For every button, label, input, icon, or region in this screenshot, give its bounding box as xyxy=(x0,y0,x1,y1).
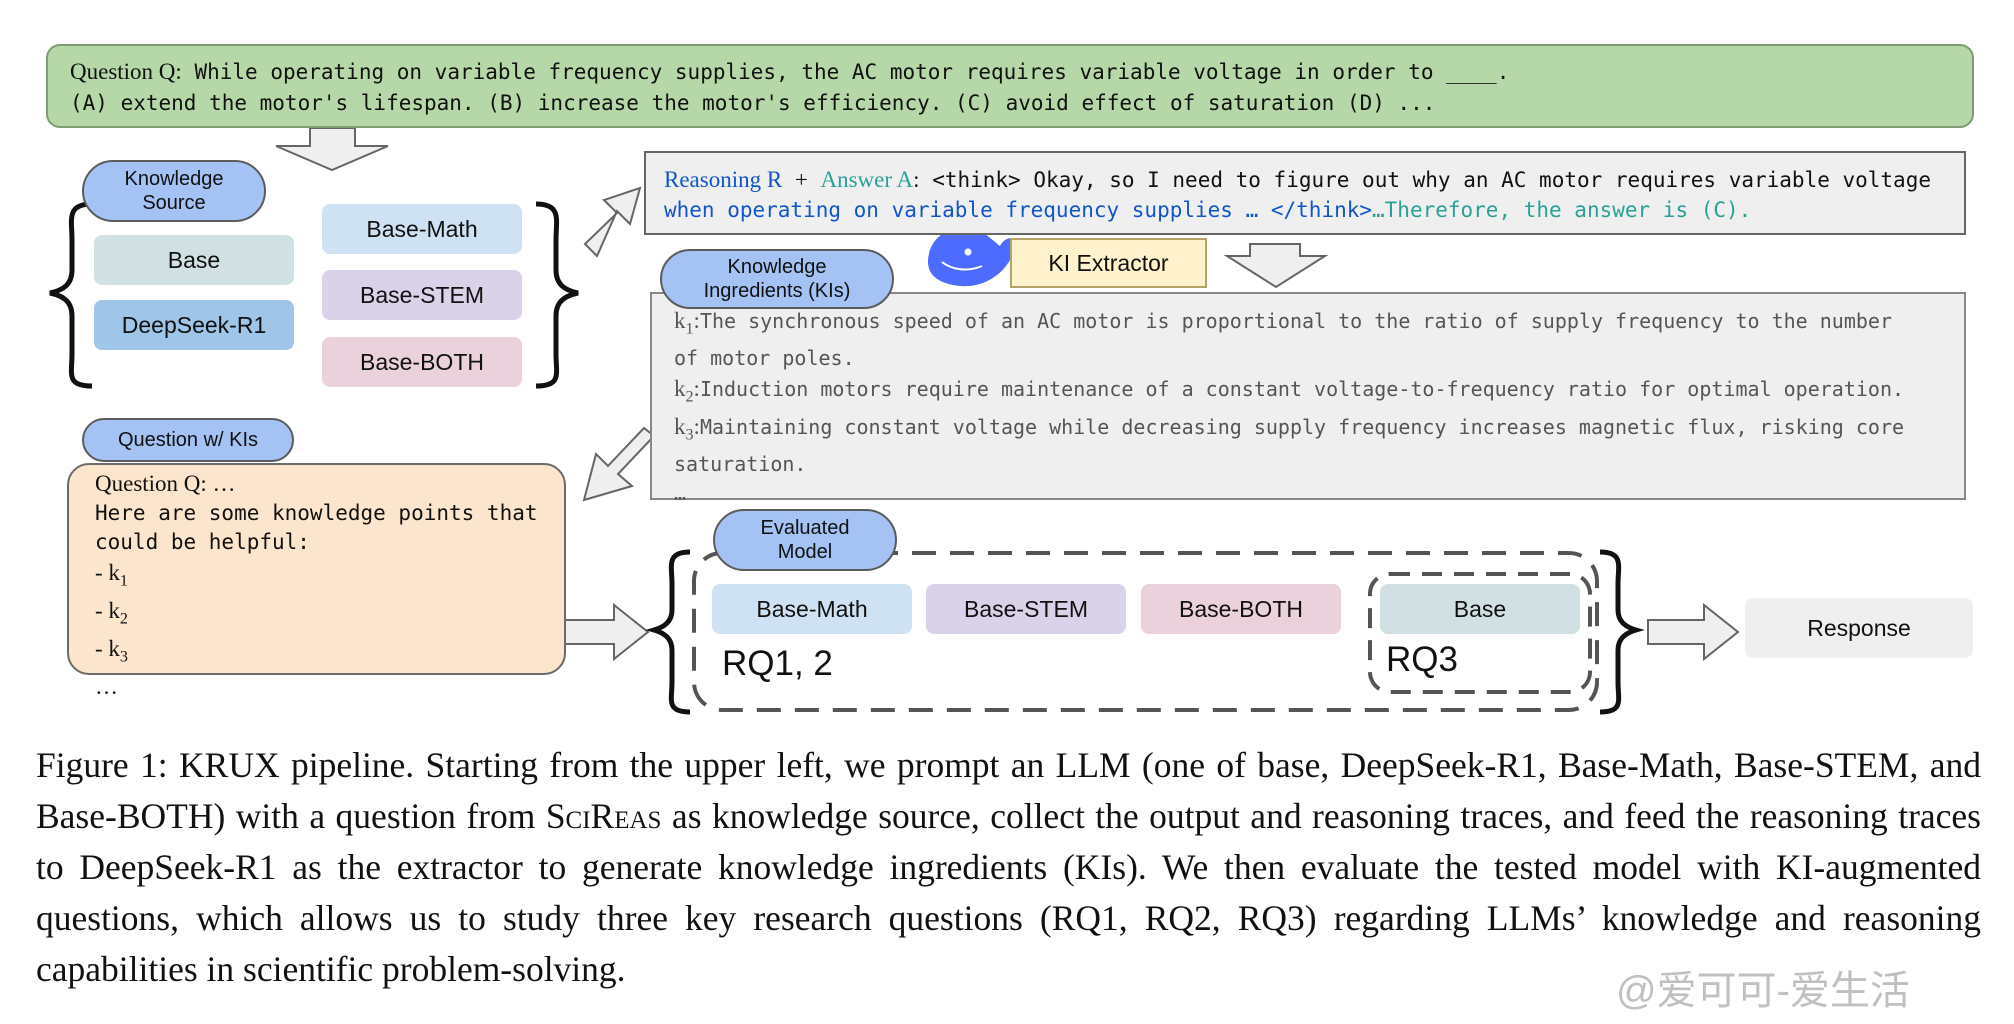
knowledge-source-pill: Knowledge Source xyxy=(82,160,266,222)
arrow-to-response xyxy=(1647,602,1740,662)
question-with-kis-box: Question Q: … Here are some knowledge po… xyxy=(67,463,566,699)
brace-left-ks xyxy=(49,201,93,389)
reasoning-box: Reasoning R + Answer A: <think> Okay, so… xyxy=(644,151,1966,235)
ki-3-label: k xyxy=(674,413,686,439)
eval-chip-base-math-label: Base-Math xyxy=(756,595,868,622)
figure-caption: Figure 1: KRUX pipeline. Starting from t… xyxy=(36,740,1981,995)
ki-2-label: k xyxy=(674,375,686,401)
question-line-1: While operating on variable frequency su… xyxy=(194,60,1510,84)
eval-chip-base-label: Base xyxy=(1453,595,1507,622)
brace-right-eval xyxy=(1599,549,1645,715)
qwk-line-2: Here are some knowledge points that xyxy=(95,500,538,525)
arrow-down-question xyxy=(275,127,389,172)
chip-base-math-label: Base-Math xyxy=(366,215,478,242)
reasoning-line-1: <think> Okay, so I need to figure out wh… xyxy=(932,168,1931,192)
ki-item-3: k3:Maintaining constant voltage while de… xyxy=(674,413,1905,444)
question-with-kis-pill: Question w/ KIs xyxy=(82,418,294,462)
brace-left-eval xyxy=(645,549,691,715)
eval-chip-base-math: Base-Math xyxy=(712,584,912,634)
arrow-to-evaluated xyxy=(551,602,650,662)
watermark: @爱可可-爱生活 xyxy=(1616,969,1910,1013)
ki-3-line-1: Maintaining constant voltage while decre… xyxy=(699,414,1905,439)
question-with-kis-title: Question w/ KIs xyxy=(117,429,259,451)
evaluated-model-pill: Evaluated Model xyxy=(713,509,897,571)
ki-1-label: k xyxy=(674,308,686,333)
question-label: Question Q: xyxy=(70,59,182,84)
answer-label: Answer A xyxy=(820,167,914,192)
ki-3-line-2: saturation. xyxy=(674,451,807,476)
knowledge-ingredients-pill: Knowledge Ingredients (KIs) xyxy=(660,249,894,309)
arrow-to-qwk xyxy=(582,426,656,502)
ki-ellipsis: … xyxy=(674,481,687,506)
eval-chip-base-both: Base-BOTH xyxy=(1141,584,1341,634)
ki-extractor-box: KI Extractor xyxy=(1010,238,1207,288)
chip-base-both: Base-BOTH xyxy=(322,337,522,387)
knowledge-ingredients-box: k1:The synchronous speed of an AC motor … xyxy=(650,292,1966,505)
evaluated-model-title: Evaluated Model xyxy=(760,517,850,563)
chip-base-stem: Base-STEM xyxy=(322,270,522,320)
response-label: Response xyxy=(1807,614,1911,641)
chip-base-stem-label: Base-STEM xyxy=(360,281,484,308)
question-line-2: (A) extend the motor's lifespan. (B) inc… xyxy=(70,91,1436,115)
question-box: Question Q: While operating on variable … xyxy=(46,44,1974,128)
chip-base: Base xyxy=(94,235,294,285)
reasoning-answer: …Therefore, the answer is (C). xyxy=(1372,198,1752,222)
reasoning-colon: : xyxy=(913,167,920,192)
rq12-label: RQ1, 2 xyxy=(722,644,833,683)
chip-base-label: Base xyxy=(167,246,221,273)
eval-dashed-box xyxy=(692,551,1599,712)
rq3-label: RQ3 xyxy=(1386,640,1458,679)
arrow-down-extractor xyxy=(1223,243,1329,289)
ki-2-line-1: Induction motors require maintenance of … xyxy=(699,376,1905,401)
plus-sign: + xyxy=(794,167,808,192)
ki-item-2: k2:Induction motors require maintenance … xyxy=(674,375,1905,406)
arrow-to-reasoning xyxy=(583,186,642,258)
qwk-item-3: - k3 xyxy=(95,635,128,666)
ki-1-sub: 1 xyxy=(685,320,694,338)
eval-chip-base-stem: Base-STEM xyxy=(926,584,1126,634)
knowledge-source-title: Knowledge Source xyxy=(124,168,224,214)
reasoning-label: Reasoning R xyxy=(664,167,783,192)
chip-deepseek-r1: DeepSeek-R1 xyxy=(94,300,294,350)
eval-chip-base: Base xyxy=(1380,584,1580,634)
ki-3-sub: 3 xyxy=(685,426,694,444)
response-box: Response xyxy=(1745,598,1973,658)
qwk-item-2: - k2 xyxy=(95,597,128,628)
qwk-line-3: could be helpful: xyxy=(95,530,310,554)
chip-base-math: Base-Math xyxy=(322,204,522,254)
whale-logo-icon xyxy=(928,227,1018,287)
caption-scireas: SciReas xyxy=(545,796,662,836)
brace-right-ks xyxy=(535,201,579,389)
ki-2-sub: 2 xyxy=(685,388,694,406)
qwk-item-1: - k1 xyxy=(95,559,128,590)
eval-chip-base-both-label: Base-BOTH xyxy=(1179,595,1303,622)
chip-base-both-label: Base-BOTH xyxy=(360,348,484,375)
qwk-ellipsis: … xyxy=(95,673,118,699)
ki-1-line-1: The synchronous speed of an AC motor is … xyxy=(699,309,1892,333)
ki-extractor-label: KI Extractor xyxy=(1048,249,1169,276)
knowledge-ingredients-title: Knowledge Ingredients (KIs) xyxy=(703,256,851,302)
caption-part-2: as knowledge source, collect the output … xyxy=(36,796,1981,989)
chip-deepseek-r1-label: DeepSeek-R1 xyxy=(121,311,267,338)
qwk-line-1: Question Q: … xyxy=(95,471,236,496)
eval-chip-base-stem-label: Base-STEM xyxy=(964,595,1088,622)
ki-item-1: k1:The synchronous speed of an AC motor … xyxy=(674,308,1892,338)
reasoning-line-2: when operating on variable frequency sup… xyxy=(664,198,1373,222)
caption-part-1: Figure 1: KRUX pipeline. Starting from t… xyxy=(36,745,1981,836)
ki-1-line-2: of motor poles. xyxy=(674,346,855,371)
